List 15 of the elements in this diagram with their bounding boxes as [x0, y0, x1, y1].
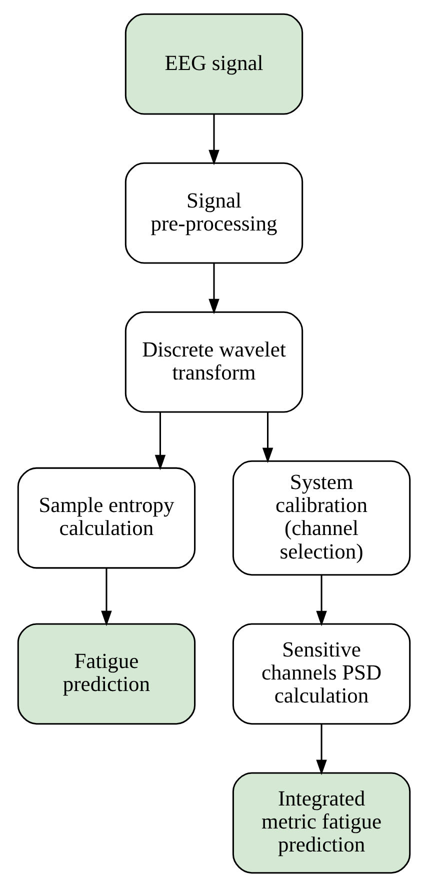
arrow — [262, 412, 274, 464]
arrow — [316, 724, 327, 776]
node-box: EEG signal — [124, 13, 304, 115]
node-box: Sample entropy calculation — [17, 467, 196, 569]
arrow — [101, 568, 112, 626]
node-box: Signal pre-processing — [124, 162, 304, 264]
arrow — [154, 412, 166, 470]
arrow — [316, 575, 327, 626]
node-box: Fatigue prediction — [17, 623, 196, 725]
node-box: Sensitive channels PSD calculation — [232, 623, 411, 725]
arrow — [208, 114, 220, 166]
node-box: Discrete wavelet transform — [124, 311, 304, 413]
node-box: System calibration (channel selection) — [232, 460, 411, 576]
node-box: Integrated metric fatigue prediction — [232, 772, 411, 874]
arrow — [208, 263, 220, 314]
